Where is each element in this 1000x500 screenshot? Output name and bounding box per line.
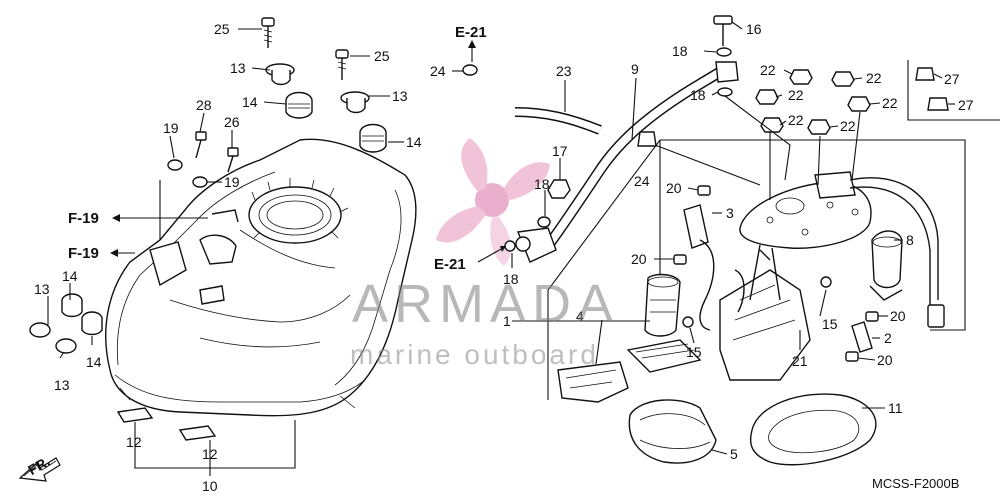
- part-label: 23: [556, 63, 572, 79]
- part-label: 18: [503, 271, 519, 287]
- watermark: ARMADA marine outboard: [350, 274, 619, 370]
- part-label: 20: [877, 352, 893, 368]
- part-label: 25: [214, 21, 230, 37]
- leader-lines: [47, 21, 955, 476]
- part-label: 27: [958, 97, 974, 113]
- part-label: 2: [884, 330, 892, 346]
- part-label: 21: [792, 353, 808, 369]
- fuel-tank: [105, 138, 417, 417]
- part-label: 16: [746, 21, 762, 37]
- part-label: 13: [230, 60, 246, 76]
- part-label: 9: [631, 61, 639, 77]
- part-label: 13: [54, 377, 70, 393]
- part-label: 15: [822, 316, 838, 332]
- part-label: 20: [890, 308, 906, 324]
- part-label: 12: [126, 434, 142, 450]
- part-label: 19: [224, 174, 240, 190]
- part-label: 4: [576, 308, 584, 324]
- part-label: 12: [202, 446, 218, 462]
- watermark-brand: ARMADA: [352, 274, 619, 334]
- ref-label-e21: E-21: [455, 24, 487, 41]
- part-label: 3: [726, 205, 734, 221]
- part-label: 22: [760, 62, 776, 78]
- part-label: 20: [666, 180, 682, 196]
- part-label: 15: [686, 344, 702, 360]
- armada-logo-icon: [436, 138, 550, 266]
- part-label: 18: [672, 43, 688, 59]
- ref-label-e21: E-21: [434, 256, 466, 273]
- part-label: 13: [34, 281, 50, 297]
- part-label: 19: [163, 120, 179, 136]
- part-label: 14: [62, 268, 78, 284]
- part-label: 1: [503, 313, 511, 329]
- front-direction-arrow-icon: [18, 457, 61, 482]
- part-label: 20: [631, 251, 647, 267]
- watermark-tagline: marine outboard: [350, 339, 599, 370]
- part-label: 27: [944, 71, 960, 87]
- part-label: 14: [406, 134, 422, 150]
- part-label: 24: [634, 173, 650, 189]
- left-small-parts: [29, 17, 387, 441]
- ref-label-f19: F-19: [68, 210, 99, 227]
- part-label: 14: [86, 354, 102, 370]
- part-label: 5: [730, 446, 738, 462]
- part-label: 22: [788, 87, 804, 103]
- part-label: 14: [242, 94, 258, 110]
- part-label: 8: [906, 232, 914, 248]
- part-label: 22: [840, 118, 856, 134]
- part-label: 24: [430, 63, 446, 79]
- part-label: 22: [866, 70, 882, 86]
- part-label: 26: [224, 114, 240, 130]
- part-label: 10: [202, 478, 218, 494]
- part-label: 28: [196, 97, 212, 113]
- part-label: 25: [374, 48, 390, 64]
- part-label: 11: [888, 400, 903, 416]
- part-label: 18: [534, 176, 550, 192]
- part-labels: 25 13 14 25 13 14 28 26 19 19 F-19 F-19 …: [25, 21, 974, 494]
- diagram-code: MCSS-F2000B: [872, 476, 959, 491]
- part-label: 22: [882, 95, 898, 111]
- part-label: 18: [690, 87, 706, 103]
- part-label: 22: [788, 112, 804, 128]
- fuel-pump-assembly: [547, 60, 1000, 466]
- part-label: 17: [552, 143, 568, 159]
- part-label: 13: [392, 88, 408, 104]
- ref-label-f19: F-19: [68, 245, 99, 262]
